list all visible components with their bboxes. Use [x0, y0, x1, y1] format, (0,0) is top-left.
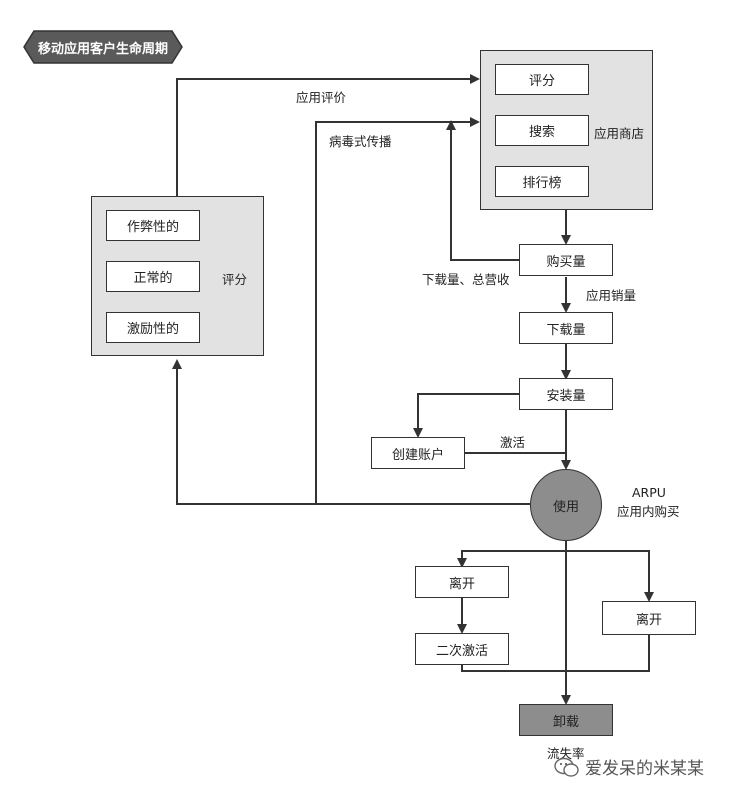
edge-reactivate-join: [461, 665, 566, 672]
label-in-app-purchase: 应用内购买: [617, 504, 680, 519]
node-leave-1: 离开: [415, 566, 509, 598]
edge-use-leave2: [566, 550, 654, 602]
rating-label: 评分: [222, 272, 248, 287]
wechat-icon: [554, 757, 579, 777]
label-app-review: 应用评价: [296, 90, 347, 105]
rating-item-cheat: 作弊性的: [106, 210, 200, 241]
edge-use-leave1: [457, 550, 566, 568]
edge-app-review: [176, 74, 480, 196]
node-purchase: 购买量: [519, 244, 613, 276]
label-churn: 流失率: [547, 746, 585, 761]
label-activate: 激活: [500, 435, 526, 450]
store-item-rating: 评分: [495, 64, 589, 95]
diagram-title: 移动应用客户生命周期: [37, 41, 168, 57]
rating-item-incentive: 激励性的: [106, 312, 200, 343]
watermark: 爱发呆的米某某: [553, 754, 704, 779]
edge-leave2-join: [566, 635, 650, 672]
store-item-ranking: 排行榜: [495, 166, 589, 197]
node-reactivate: 二次激活: [415, 633, 509, 665]
watermark-text: 爱发呆的米某某: [585, 759, 704, 779]
node-uninstall: 卸载: [519, 704, 613, 736]
node-create-account: 创建账户: [371, 437, 465, 469]
edge-downloads-revenue: [446, 120, 519, 261]
node-install: 安装量: [519, 378, 613, 410]
node-leave-2: 离开: [602, 601, 696, 635]
edge-use-to-rating: [172, 359, 530, 505]
node-download: 下载量: [519, 312, 613, 344]
label-viral: 病毒式传播: [329, 134, 392, 149]
node-use: 使用: [530, 469, 602, 541]
edge-install-account: [413, 393, 519, 438]
app-store-label: 应用商店: [594, 126, 645, 141]
label-app-sales: 应用销量: [586, 288, 637, 303]
label-arpu: ARPU: [632, 485, 666, 500]
label-downloads-revenue: 下载量、总营收: [422, 272, 510, 287]
edge-viral: [315, 117, 480, 504]
rating-item-normal: 正常的: [106, 261, 200, 292]
title-hexagon: [23, 30, 183, 64]
store-item-search: 搜索: [495, 115, 589, 146]
